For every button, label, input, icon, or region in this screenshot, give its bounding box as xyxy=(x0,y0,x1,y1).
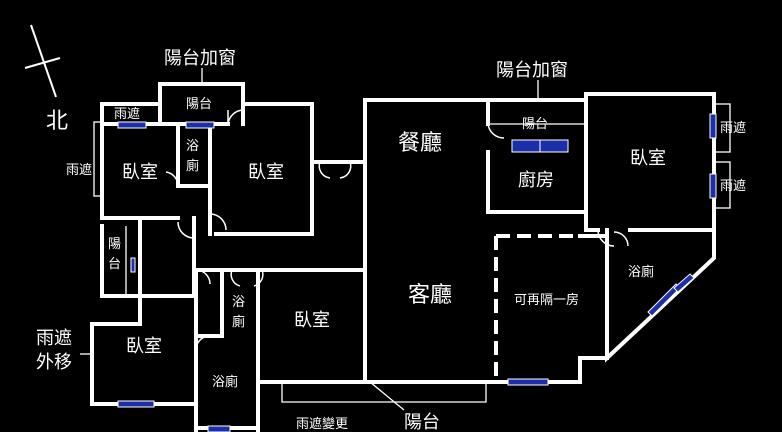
dining-label: 餐廳 xyxy=(398,131,442,156)
bedroom-2-label: 臥室 xyxy=(248,162,284,183)
rain-cover-right-1-label: 雨遮 xyxy=(720,120,746,136)
bath-3-label: 浴廁 xyxy=(232,295,245,330)
rain-cover-move-label: 雨遮 xyxy=(36,328,72,349)
bottom-balcony-outline xyxy=(281,381,487,403)
balcony-kitchen-label: 陽台 xyxy=(522,117,548,132)
balcony-top-left-label: 陽台 xyxy=(186,97,212,112)
balcony-left-label: 陽台 xyxy=(108,237,121,272)
compass-icon xyxy=(24,24,61,98)
doors xyxy=(165,109,629,351)
leader-lines xyxy=(80,68,539,411)
room-labels: 北 陽台加窗 陽台加窗 雨遮 陽台 雨遮 臥室 浴廁 臥室 陽台 餐廳 陽台 廚… xyxy=(36,48,746,432)
bath-4-label: 浴廁 xyxy=(212,374,238,390)
optional-room-label: 可再隔一房 xyxy=(514,292,579,308)
balcony-window-right-label: 陽台加窗 xyxy=(496,60,568,81)
bath-2-label: 浴廁 xyxy=(628,264,654,280)
rain-cover-change-label: 雨遮變更 xyxy=(296,416,348,432)
rain-cover-right-2-label: 雨遮 xyxy=(720,178,746,194)
kitchen-label: 廚房 xyxy=(518,169,554,191)
bedroom-4-label: 臥室 xyxy=(294,310,330,331)
balcony-window-left-label: 陽台加窗 xyxy=(164,48,236,69)
living-label: 客廳 xyxy=(408,283,452,308)
bedroom-5-label: 臥室 xyxy=(126,336,162,357)
bath-1-label-a: 浴廁 xyxy=(186,139,199,174)
move-out-label: 外移 xyxy=(36,352,72,373)
rain-cover-top-label: 雨遮 xyxy=(114,106,140,122)
windows xyxy=(117,113,717,432)
bedroom-3-label: 臥室 xyxy=(630,148,666,169)
north-label: 北 xyxy=(46,109,68,134)
balcony-bottom-label: 陽台 xyxy=(404,412,440,432)
rain-cover-left-label: 雨遮 xyxy=(66,162,92,178)
bedroom-1-label: 臥室 xyxy=(122,162,158,183)
